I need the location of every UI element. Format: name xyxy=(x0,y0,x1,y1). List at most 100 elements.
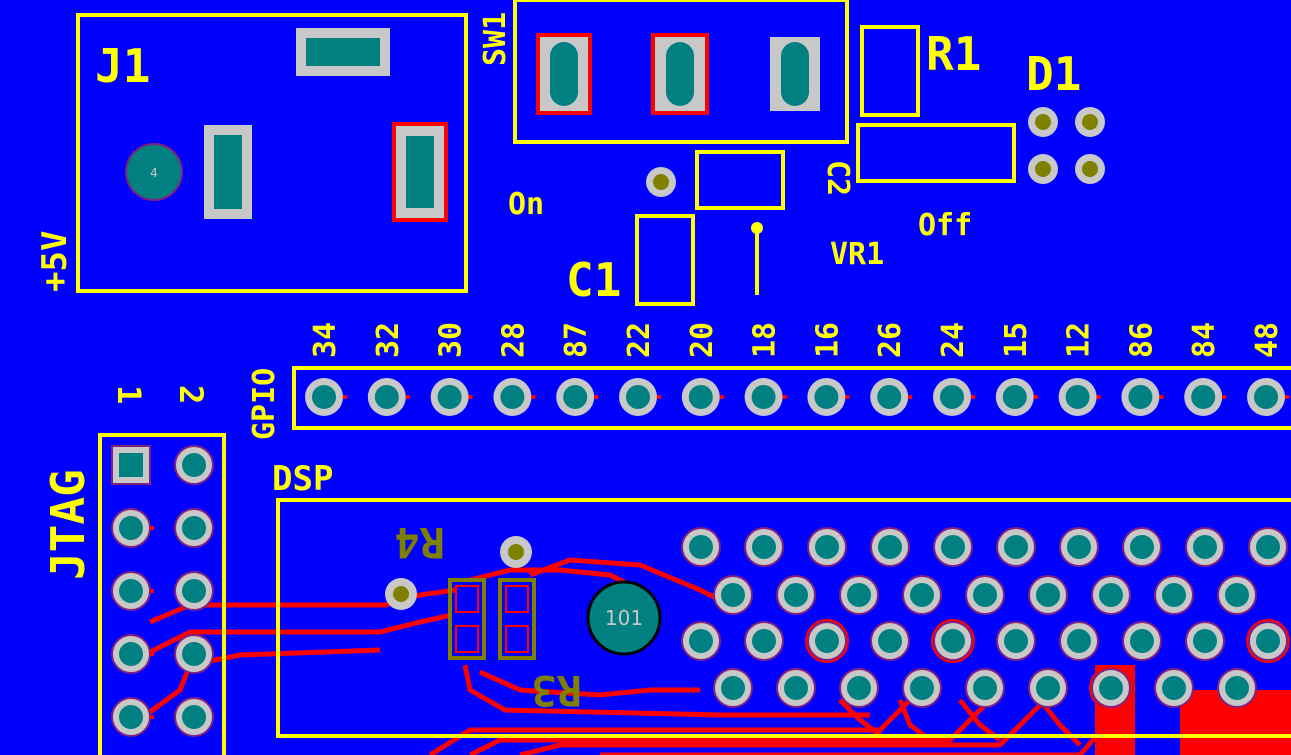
dsp-pad[interactable] xyxy=(807,527,847,567)
gpio-pin-number: 12 xyxy=(1062,322,1097,358)
jtag-pad[interactable] xyxy=(111,571,154,611)
dsp-pad[interactable] xyxy=(839,575,879,615)
gpio-pad[interactable] xyxy=(1121,378,1164,416)
dsp-pad[interactable] xyxy=(1185,527,1225,567)
plus5v-label: +5V xyxy=(35,231,75,292)
gpio-pad[interactable] xyxy=(556,378,599,416)
dsp-pad[interactable] xyxy=(1028,575,1068,615)
jtag-pads xyxy=(111,445,214,737)
jtag-pad[interactable] xyxy=(111,508,154,548)
sw1-component[interactable] xyxy=(513,0,849,144)
gpio-pin-number: 86 xyxy=(1124,322,1159,358)
c1-label: C1 xyxy=(566,253,621,307)
dsp-pad[interactable] xyxy=(1028,668,1068,708)
dsp-pad[interactable] xyxy=(931,619,975,663)
gpio-pin-number: 16 xyxy=(810,322,845,358)
dsp-pad[interactable] xyxy=(681,527,721,567)
gpio-pin-number: 84 xyxy=(1187,322,1222,358)
dsp-pad[interactable] xyxy=(1089,666,1133,710)
dsp-mount-pad[interactable] xyxy=(586,580,662,656)
dsp-pad[interactable] xyxy=(902,575,942,615)
d1-outline[interactable] xyxy=(856,123,1016,183)
dsp-pad[interactable] xyxy=(870,621,910,661)
dsp-pad[interactable] xyxy=(776,668,816,708)
dsp-pad[interactable] xyxy=(965,575,1005,615)
dsp-pads xyxy=(681,527,1290,710)
dsp-pad[interactable] xyxy=(1154,668,1194,708)
jtag-pad[interactable] xyxy=(174,634,214,674)
gpio-pad[interactable] xyxy=(619,378,661,416)
gpio-pad[interactable] xyxy=(933,378,975,416)
jtag-pad[interactable] xyxy=(111,634,154,674)
r1-label: R1 xyxy=(926,27,981,81)
dsp-pad[interactable] xyxy=(1217,668,1257,708)
dsp-pad[interactable] xyxy=(996,527,1036,567)
jtag-pad[interactable] xyxy=(174,508,214,548)
c2-label: C2 xyxy=(820,160,855,196)
gpio-pad[interactable] xyxy=(305,378,347,416)
gpio-pad[interactable] xyxy=(995,378,1038,416)
dsp-pad[interactable] xyxy=(1059,621,1099,661)
c1-outline[interactable] xyxy=(635,214,695,306)
dsp-pad[interactable] xyxy=(1185,621,1225,661)
r4-r3-components[interactable] xyxy=(448,578,536,660)
gpio-pad[interactable] xyxy=(1247,378,1289,416)
dsp-pad[interactable] xyxy=(1122,621,1162,661)
jtag-pad[interactable] xyxy=(111,697,154,737)
dsp-pad[interactable] xyxy=(805,619,849,663)
dsp-pad[interactable] xyxy=(713,668,753,708)
gpio-pin-number: 26 xyxy=(873,322,908,358)
r4-outline[interactable] xyxy=(448,578,486,660)
gpio-header-outline xyxy=(292,366,1291,430)
r1-outline[interactable] xyxy=(860,25,920,117)
dsp-pad[interactable] xyxy=(776,575,816,615)
jtag-pad[interactable] xyxy=(174,697,214,737)
jtag-pin1-label: 1 xyxy=(110,385,148,404)
dsp-pad[interactable] xyxy=(839,668,879,708)
gpio-pad[interactable] xyxy=(367,378,410,416)
jtag-pad[interactable] xyxy=(174,445,214,485)
dsp-pad[interactable] xyxy=(1246,619,1290,663)
dsp-pad[interactable] xyxy=(744,527,784,567)
gpio-pad[interactable] xyxy=(870,378,913,416)
dsp-pad[interactable] xyxy=(1154,575,1194,615)
dsp-pad[interactable] xyxy=(965,668,1005,708)
sw1-label: SW1 xyxy=(478,12,513,66)
j1-mount-hole[interactable] xyxy=(125,143,183,201)
dsp-pad[interactable] xyxy=(713,575,753,615)
c2-outline[interactable] xyxy=(695,150,785,210)
j1-component[interactable]: 4 J1 xyxy=(76,13,468,293)
gpio-pin-number: 22 xyxy=(622,322,657,358)
dsp-pad[interactable] xyxy=(996,621,1036,661)
gpio-pad[interactable] xyxy=(1058,378,1101,416)
dsp-pad[interactable] xyxy=(1091,575,1131,615)
jtag-pad[interactable] xyxy=(174,571,214,611)
gpio-pin-number: 32 xyxy=(371,322,406,358)
gpio-pad[interactable] xyxy=(681,378,724,416)
j1-pad-number: 4 xyxy=(150,166,158,180)
dsp-pad[interactable] xyxy=(902,668,942,708)
dsp-pad[interactable] xyxy=(1122,527,1162,567)
dsp-pad[interactable] xyxy=(870,527,910,567)
dsp-pad[interactable] xyxy=(744,621,784,661)
gpio-pin-number: 24 xyxy=(936,322,971,358)
dsp-pad[interactable] xyxy=(1217,575,1257,615)
dsp-pad[interactable] xyxy=(681,621,721,661)
gpio-pad[interactable] xyxy=(807,378,850,416)
jtag-pad[interactable] xyxy=(111,445,151,485)
gpio-pad[interactable] xyxy=(493,378,536,416)
gpio-pad[interactable] xyxy=(1184,378,1227,416)
d1-pads[interactable] xyxy=(1028,107,1105,184)
r3-label: R3 xyxy=(531,666,582,715)
dsp-pad[interactable] xyxy=(1059,527,1099,567)
bottom-vias[interactable] xyxy=(385,536,532,610)
gpio-pin-number: 34 xyxy=(308,322,343,358)
gpio-pad[interactable] xyxy=(744,378,787,416)
gpio-pad[interactable] xyxy=(430,378,473,416)
dsp-pad[interactable] xyxy=(1248,527,1288,567)
dsp-pad[interactable] xyxy=(933,527,973,567)
r3-outline[interactable] xyxy=(498,578,536,660)
